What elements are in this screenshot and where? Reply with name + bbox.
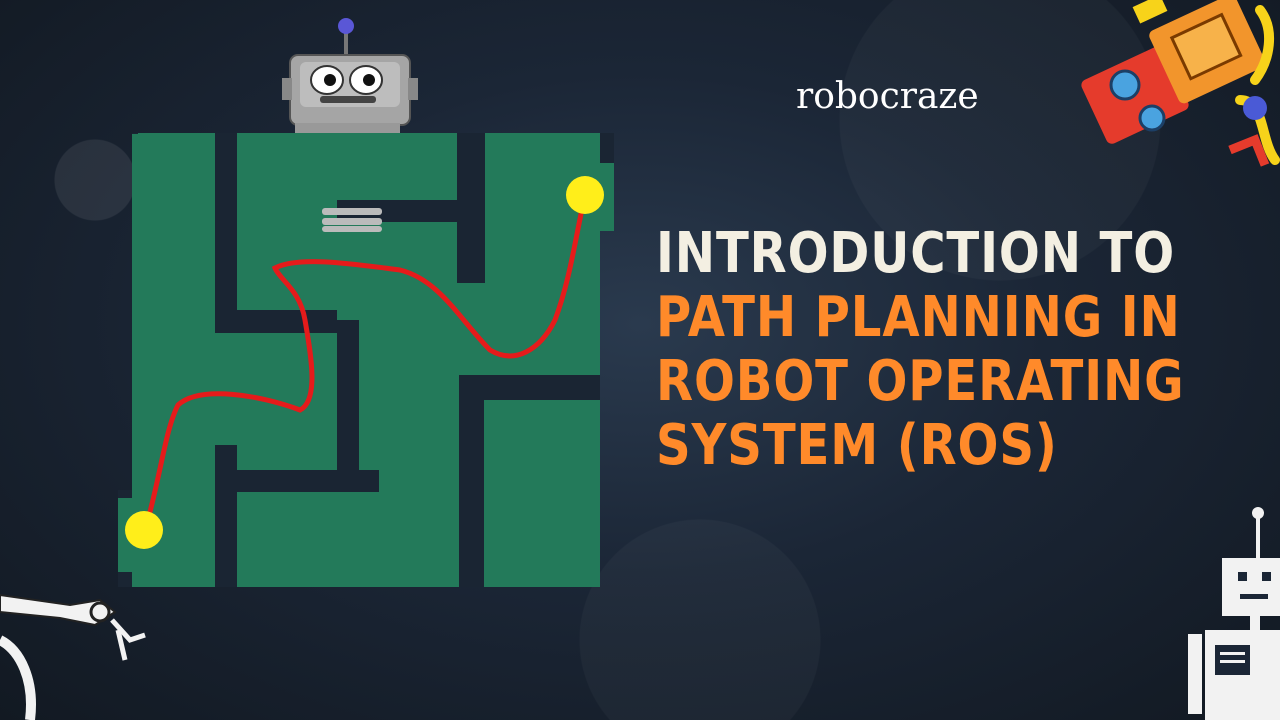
goal-point (566, 176, 604, 214)
brand-logo: robocraze (796, 76, 979, 117)
start-point (125, 511, 163, 549)
title-line-3: ROBOT OPERATING (656, 349, 1185, 414)
page-title: INTRODUCTION TO PATH PLANNING IN ROBOT O… (656, 221, 1185, 478)
robot-outline-icon (1188, 507, 1280, 720)
maze-walls (118, 133, 614, 587)
robot-head-icon (282, 18, 418, 232)
maze-entry (118, 498, 132, 572)
toy-robot-icon (1081, 0, 1280, 167)
robot-arm-icon (0, 593, 146, 720)
maze-exit (600, 163, 614, 231)
planned-path (142, 192, 588, 533)
title-line-2: PATH PLANNING IN (656, 285, 1181, 350)
title-line-4: SYSTEM (ROS) (656, 413, 1058, 478)
title-line-1: INTRODUCTION TO (656, 221, 1176, 286)
